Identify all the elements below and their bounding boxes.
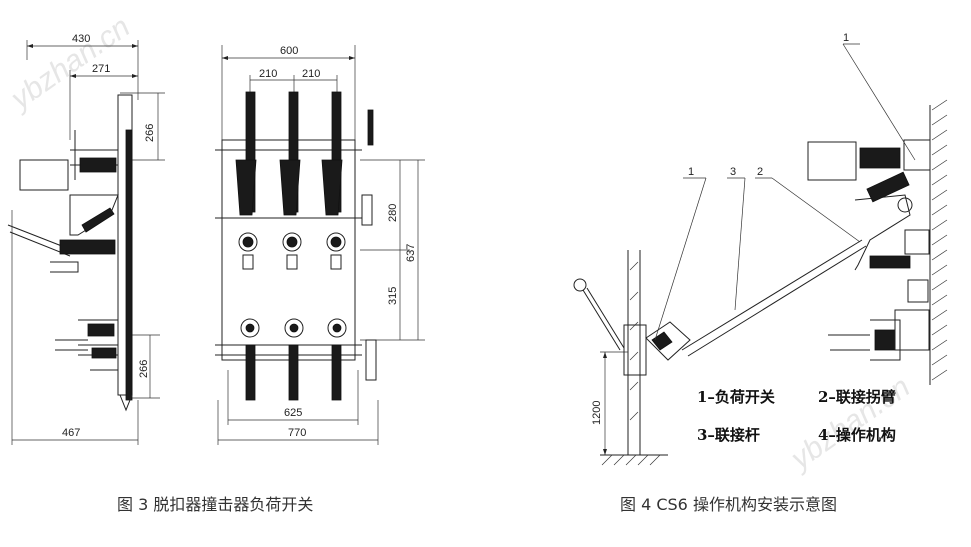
callout-3: 3 [730,166,736,178]
fig4-installation: 1200 1 1 3 2 [573,32,948,466]
dim-210-left: 210 [259,68,277,80]
dim-600: 600 [280,45,298,57]
fig3-front-view: 600 210 210 280 637 315 625 770 [215,45,425,445]
callout-1-switch: 1 [843,32,849,44]
dim-1200: 1200 [591,401,603,425]
dim-770: 770 [288,427,306,439]
legend-item-3: 3–联接杆 [697,426,760,444]
callout-2: 2 [757,166,763,178]
dim-625: 625 [284,407,302,419]
dim-430: 430 [72,33,90,45]
dim-266-lower: 266 [138,360,150,378]
legend-item-4: 4–操作机构 [818,426,896,444]
dim-315: 315 [387,287,399,305]
dim-266-upper: 266 [144,124,156,142]
dim-271: 271 [92,63,110,75]
figure4-caption: 图 4 CS6 操作机构安装示意图 [620,495,837,514]
dim-637: 637 [405,244,417,262]
legend-item-1: 1–负荷开关 [697,388,775,406]
dim-280: 280 [387,204,399,222]
figure3-caption: 图 3 脱扣器撞击器负荷开关 [117,495,313,514]
dim-210-right: 210 [302,68,320,80]
callout-1-mechanism: 1 [688,166,694,178]
legend-item-2: 2–联接拐臂 [818,388,896,406]
watermark-bottom-right: ybzhan.cn [783,370,916,477]
dim-467: 467 [62,427,80,439]
fig3-side-view: 430 271 266 266 467 [7,33,165,445]
